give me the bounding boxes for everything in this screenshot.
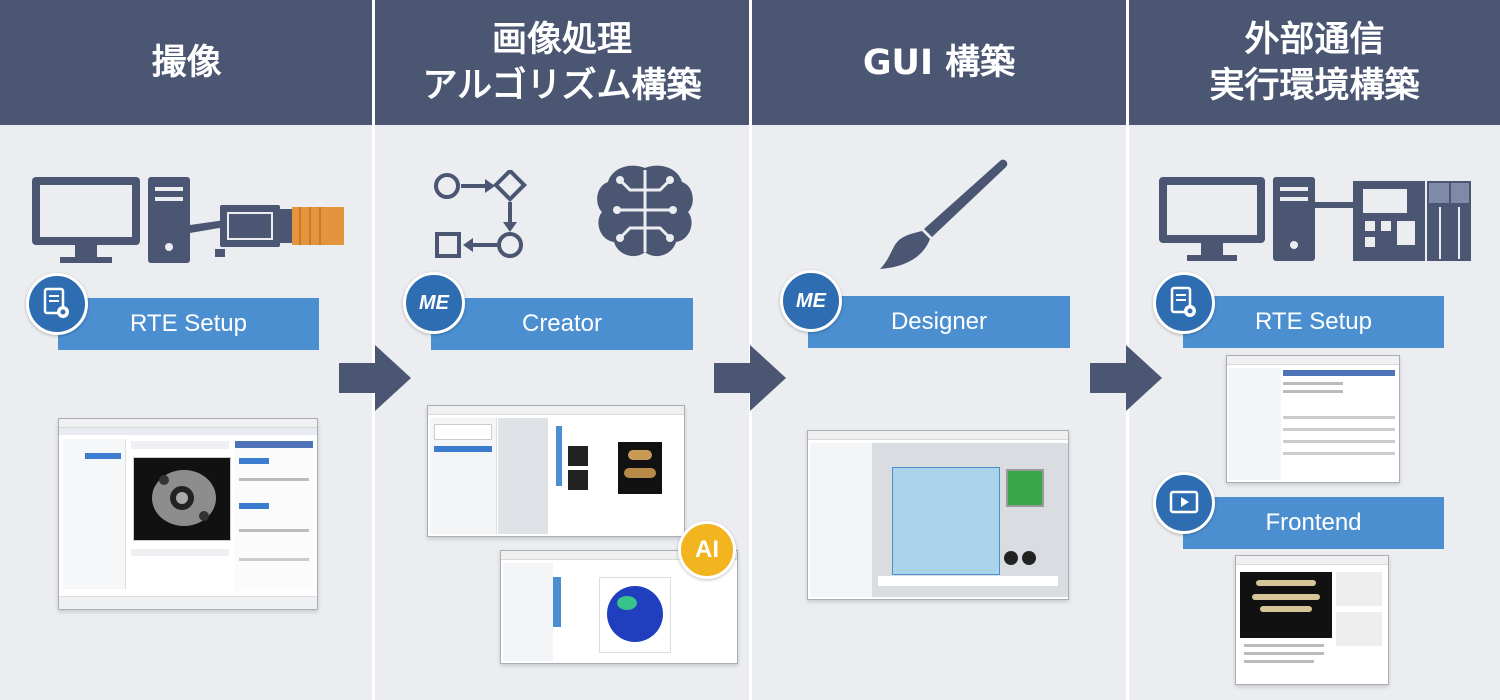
pc-camera-illustration — [32, 177, 344, 263]
header-title-line: 画像処理 — [491, 19, 632, 60]
pc-plc-illustration — [1159, 177, 1471, 261]
arrow-right-icon — [1090, 345, 1162, 411]
header-title-line: GUI 構築 — [862, 42, 1016, 83]
rte-setup-badge-icon — [1153, 272, 1215, 334]
column-gui: GUI 構築 Designer ME — [752, 0, 1126, 700]
rte-setup-comm-screenshot — [1226, 355, 1400, 483]
brain-ai-icon — [597, 165, 693, 257]
column-header: 撮像 — [0, 0, 373, 125]
play-badge-icon — [1153, 472, 1215, 534]
creator-label: Creator — [431, 298, 693, 350]
header-title-line: アルゴリズム構築 — [422, 65, 702, 106]
designer-label: Designer — [808, 296, 1070, 348]
header-title-line: 実行環境構築 — [1209, 65, 1420, 106]
rte-setup-label: RTE Setup — [58, 298, 319, 350]
ai-badge: AI — [678, 521, 736, 579]
arrow-right-icon — [339, 345, 411, 411]
frontend-label: Frontend — [1183, 497, 1444, 549]
creator-screenshot — [427, 405, 685, 537]
column-header: GUI 構築 — [752, 0, 1126, 125]
flowchart-icon — [434, 170, 527, 258]
column-runtime: 外部通信 実行環境構築 RTE Setup — [1129, 0, 1500, 700]
column-algorithm: 画像処理 アルゴリズム構築 Creator ME — [375, 0, 749, 700]
rte-setup-badge-icon — [26, 273, 88, 335]
arrow-right-icon — [714, 345, 786, 411]
me-logo-icon: ME — [403, 272, 465, 334]
header-title-line: 外部通信 — [1244, 19, 1385, 60]
rte-setup-label: RTE Setup — [1183, 296, 1444, 348]
me-logo-icon: ME — [780, 270, 842, 332]
column-divider — [372, 0, 375, 700]
column-header: 画像処理 アルゴリズム構築 — [375, 0, 749, 125]
rte-setup-screenshot — [58, 418, 318, 610]
column-header: 外部通信 実行環境構築 — [1129, 0, 1500, 125]
paintbrush-icon — [880, 159, 1008, 269]
frontend-screenshot — [1235, 555, 1389, 685]
designer-screenshot — [807, 430, 1069, 600]
header-title-line: 撮像 — [151, 42, 222, 83]
column-capture: 撮像 RTE Setup — [0, 0, 373, 700]
